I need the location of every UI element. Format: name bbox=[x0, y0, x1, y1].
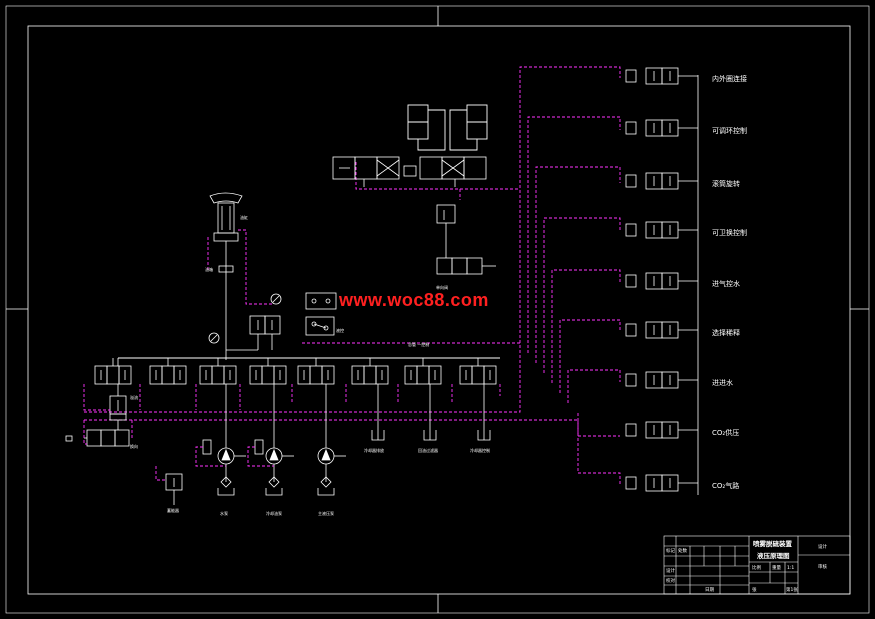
pumps bbox=[202, 384, 346, 496]
left-actuator bbox=[209, 192, 243, 360]
solenoid-valve bbox=[625, 172, 698, 190]
directional-valve bbox=[94, 358, 132, 385]
pump1-label: 水泵 bbox=[220, 510, 228, 516]
tb-scale-label: 比例 bbox=[752, 564, 761, 571]
valve-label: 进气控水 bbox=[712, 279, 740, 288]
cylinder-label: 油缸 bbox=[240, 214, 248, 220]
left-valve-label: 换向 bbox=[130, 443, 138, 449]
valve-label: 选择稀释 bbox=[712, 328, 740, 337]
tb-count: 处数 bbox=[678, 547, 687, 554]
pilot-control-lines bbox=[84, 66, 621, 485]
tb-sheet-value: 第1张 bbox=[786, 586, 798, 593]
left-stacked-valves bbox=[65, 358, 183, 505]
valve-label: 内外圈连接 bbox=[712, 74, 747, 83]
solenoid-valve-bank bbox=[625, 67, 698, 492]
tank-c-label: 冷却器控制 bbox=[470, 447, 490, 453]
pump-pilot bbox=[195, 446, 274, 467]
valve-small-label: 液控 bbox=[336, 327, 344, 333]
valve-label: 滚筒旋转 bbox=[712, 179, 740, 188]
solenoid-valve bbox=[625, 474, 698, 492]
directional-valve bbox=[249, 358, 287, 385]
center-marks bbox=[6, 6, 869, 613]
tb-approved: 审核 bbox=[818, 563, 827, 570]
upper-directional-valves bbox=[332, 156, 487, 187]
directional-valve bbox=[149, 358, 187, 385]
tank-b-label: 回油过滤器 bbox=[418, 447, 438, 453]
solenoid-valve bbox=[625, 421, 698, 439]
title-line-1: 喷雾脱硫装置 bbox=[753, 539, 793, 548]
watermark: www.woc88.com bbox=[339, 290, 489, 310]
outer-frame bbox=[5, 5, 870, 614]
title-block bbox=[663, 535, 851, 595]
solenoid-valve bbox=[625, 272, 698, 290]
tb-sheet-label: 张 bbox=[752, 586, 757, 593]
directional-valve bbox=[351, 358, 389, 385]
tb-mark: 标记 bbox=[666, 547, 675, 554]
pilot-valves-upper bbox=[436, 204, 496, 275]
upper-cylinders bbox=[407, 104, 488, 151]
tb-company: 设计 bbox=[818, 543, 827, 550]
solenoid-valve bbox=[625, 119, 698, 137]
inner-frame bbox=[27, 25, 851, 595]
solenoid-valve bbox=[625, 321, 698, 339]
pump2-label: 冷却油泵 bbox=[266, 510, 282, 516]
tb-checker: 校对 bbox=[666, 577, 675, 584]
middle-valves bbox=[226, 292, 337, 351]
directional-valve bbox=[459, 358, 497, 385]
bus-label: 总管 一控制 bbox=[408, 341, 429, 347]
pump3-label: 主液压泵 bbox=[318, 510, 334, 516]
valve-label: CO₂供压 bbox=[712, 428, 739, 437]
valve-label: 可调环控制 bbox=[712, 126, 747, 135]
solenoid-valve bbox=[625, 371, 698, 389]
directional-valve bbox=[199, 358, 237, 385]
valve-label: CO₂气路 bbox=[712, 481, 739, 490]
title-line-2: 液压原理图 bbox=[757, 551, 790, 560]
solenoid-valve bbox=[625, 67, 698, 85]
pressure-gauges bbox=[208, 293, 282, 344]
tank-a-label: 冷却器排放 bbox=[364, 447, 384, 453]
valve-label: 可卫换控制 bbox=[712, 228, 747, 237]
solenoid-valve bbox=[625, 221, 698, 239]
directional-valve-bank bbox=[94, 358, 497, 385]
valve-label: 进进水 bbox=[712, 378, 733, 387]
directional-valve bbox=[297, 358, 335, 385]
accumulator-label: 蓄能器 bbox=[167, 507, 179, 513]
check-label: 单向阀 bbox=[436, 284, 448, 290]
left-tank-label: 油箱 bbox=[205, 266, 213, 272]
tb-weight: 重量 bbox=[772, 564, 781, 571]
left-pilot-lines bbox=[83, 384, 501, 481]
tanks bbox=[371, 384, 491, 441]
pressure-label: 溢流 bbox=[130, 394, 138, 400]
tb-date: 日期 bbox=[705, 587, 714, 593]
left-actuator-pilot bbox=[207, 229, 272, 305]
tb-scale-value: 1:1 bbox=[787, 565, 794, 571]
tb-designer: 设计 bbox=[666, 567, 675, 574]
directional-valve bbox=[404, 358, 442, 385]
